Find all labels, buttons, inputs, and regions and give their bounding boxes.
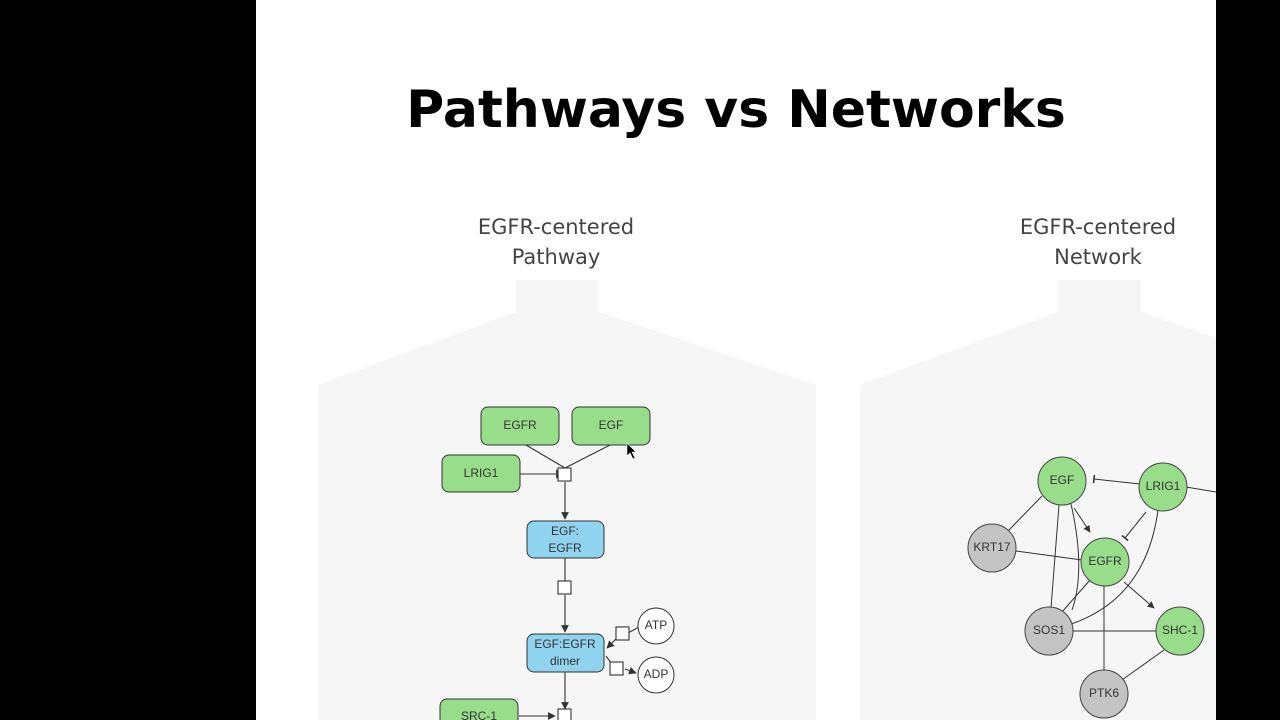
process-node-downstream — [557, 708, 572, 720]
network-node-lrig1-label: LRIG1 — [1146, 479, 1181, 493]
process-node-phospho-in — [615, 626, 630, 641]
pathway-node-lrig1-label: LRIG1 — [464, 466, 499, 480]
process-node-dimerization — [557, 580, 572, 595]
pathway-panel-title: EGFR-centered Pathway — [436, 212, 676, 272]
pathway-complex-label-line2: EGFR — [548, 541, 582, 555]
net-edge-krt17-egfr — [1015, 550, 1083, 561]
edge-atp-to-dimer — [606, 637, 618, 649]
pathway-node-src1: SRC-1 — [439, 698, 519, 720]
network-node-sos1-label: SOS1 — [1033, 623, 1065, 637]
pathway-title-line2: Pathway — [511, 245, 601, 269]
edge-egfr-binding — [525, 444, 566, 469]
pathway-node-lrig1: LRIG1 — [441, 454, 521, 493]
pathway-title-line1: EGFR-centered — [477, 215, 635, 239]
net-edge-egf-shc1-curve — [1070, 503, 1080, 611]
pathway-node-src1-label: SRC-1 — [461, 709, 497, 720]
pathway-network-figure: EGFR EGF LRIG1 EGF: EGFR EGF:EGFR dimer … — [318, 280, 1216, 720]
edge-box-to-adp — [624, 667, 637, 675]
network-title-line2: Network — [1054, 245, 1142, 269]
network-node-krt17-label: KRT17 — [973, 540, 1010, 554]
pathway-node-egf-label: EGF — [599, 418, 624, 432]
network-title-line1: EGFR-centered — [1019, 215, 1177, 239]
net-edge-shc1-ptk6 — [1121, 649, 1165, 681]
pathway-node-dimer: EGF:EGFR dimer — [526, 633, 605, 673]
network-node-krt17: KRT17 — [967, 523, 1017, 573]
network-node-egfr-label: EGFR — [1088, 554, 1122, 568]
net-edge-egfr-shc1-arrow — [1123, 581, 1155, 609]
network-node-lrig1: LRIG1 — [1138, 462, 1188, 512]
pathway-complex-label-line1: EGF: — [551, 524, 579, 538]
pathway-node-atp: ATP — [637, 607, 675, 645]
pathway-node-adp-label: ADP — [644, 667, 669, 681]
process-node-phospho-out — [609, 661, 624, 676]
pathway-node-egf-egfr-complex: EGF: EGFR — [526, 520, 605, 559]
mouse-cursor-icon — [626, 442, 637, 460]
pathway-node-adp: ADP — [637, 656, 675, 694]
network-node-egf: EGF — [1037, 456, 1087, 506]
edge-atp-box — [627, 626, 640, 634]
pathway-node-atp-label: ATP — [645, 618, 667, 632]
net-edge-lrig1-offscreen — [1185, 486, 1216, 493]
pathway-panel-background — [318, 280, 816, 720]
pathway-node-egfr-label: EGFR — [503, 418, 537, 432]
network-panel-title: EGFR-centered Network — [978, 212, 1216, 272]
network-diagram — [1007, 474, 1216, 681]
network-node-egf-label: EGF — [1050, 473, 1075, 487]
net-edge-lrig1-egf-inhibit — [1092, 474, 1141, 485]
net-edge-lrig1-sos1-curve — [1067, 509, 1159, 626]
pathway-diagram — [519, 444, 640, 720]
network-node-ptk6-label: PTK6 — [1089, 686, 1119, 700]
pathway-node-egfr: EGFR — [480, 406, 560, 446]
slide-title: Pathways vs Networks — [406, 80, 1066, 140]
network-node-shc1-label: SHC-1 — [1162, 623, 1198, 637]
net-edge-egf-egfr-arrow — [1073, 507, 1091, 533]
pathway-dimer-label-line1: EGF:EGFR — [534, 637, 596, 651]
process-node-binding — [557, 467, 572, 482]
pathway-node-egf: EGF — [571, 406, 651, 446]
network-node-sos1: SOS1 — [1024, 606, 1074, 656]
network-node-shc1: SHC-1 — [1155, 606, 1205, 656]
net-edge-lrig1-egfr-inhibit — [1121, 511, 1147, 542]
slide: Pathways vs Networks EGFR-centered Pathw… — [256, 0, 1216, 720]
network-node-ptk6: PTK6 — [1079, 669, 1129, 719]
edge-egf-binding — [564, 444, 611, 469]
pathway-dimer-label-line2: dimer — [550, 654, 580, 668]
net-edge-egf-krt17 — [1007, 495, 1043, 532]
network-node-egfr: EGFR — [1080, 537, 1130, 587]
